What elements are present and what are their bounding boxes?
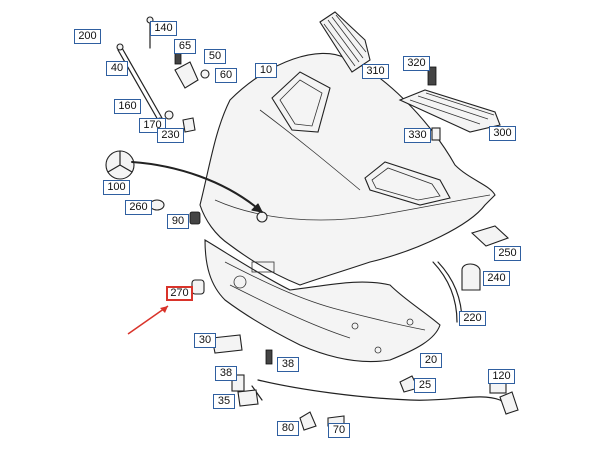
insulation-panel (204, 239, 441, 363)
callout-80[interactable]: 80 (277, 421, 299, 436)
callout-40[interactable]: 40 (106, 61, 128, 76)
callout-230[interactable]: 230 (157, 128, 184, 143)
vent-grille-left (319, 11, 371, 73)
callout-35[interactable]: 35 (213, 394, 235, 409)
vent-grille-right (398, 89, 501, 133)
emblem-mark (256, 211, 268, 223)
callout-38-right[interactable]: 38 (277, 357, 299, 372)
callout-25[interactable]: 25 (414, 378, 436, 393)
callout-10[interactable]: 10 (255, 63, 277, 78)
insulation-block (470, 225, 510, 247)
callout-160[interactable]: 160 (114, 99, 141, 114)
release-cable (257, 379, 516, 411)
highlight-arrow (127, 305, 169, 335)
hood-panel (199, 52, 496, 286)
callout-220[interactable]: 220 (459, 311, 486, 326)
bump-stop-part (189, 211, 201, 225)
callout-65[interactable]: 65 (174, 39, 196, 54)
callout-60[interactable]: 60 (215, 68, 237, 83)
callout-270[interactable]: 270 (166, 286, 193, 301)
callout-310[interactable]: 310 (362, 64, 389, 79)
callout-50[interactable]: 50 (204, 49, 226, 64)
callout-30[interactable]: 30 (194, 333, 216, 348)
callout-20[interactable]: 20 (420, 353, 442, 368)
callout-300[interactable]: 300 (489, 126, 516, 141)
callout-70[interactable]: 70 (328, 423, 350, 438)
seal-roll (461, 263, 481, 291)
callout-120[interactable]: 120 (488, 369, 515, 384)
callout-250[interactable]: 250 (494, 246, 521, 261)
callout-90[interactable]: 90 (167, 214, 189, 229)
callout-200[interactable]: 200 (74, 29, 101, 44)
callout-320[interactable]: 320 (403, 56, 430, 71)
callout-240[interactable]: 240 (483, 271, 510, 286)
callout-100[interactable]: 100 (103, 180, 130, 195)
callout-330[interactable]: 330 (404, 128, 431, 143)
callout-140[interactable]: 140 (150, 21, 177, 36)
callout-38-left[interactable]: 38 (215, 366, 237, 381)
callout-260[interactable]: 260 (125, 200, 152, 215)
